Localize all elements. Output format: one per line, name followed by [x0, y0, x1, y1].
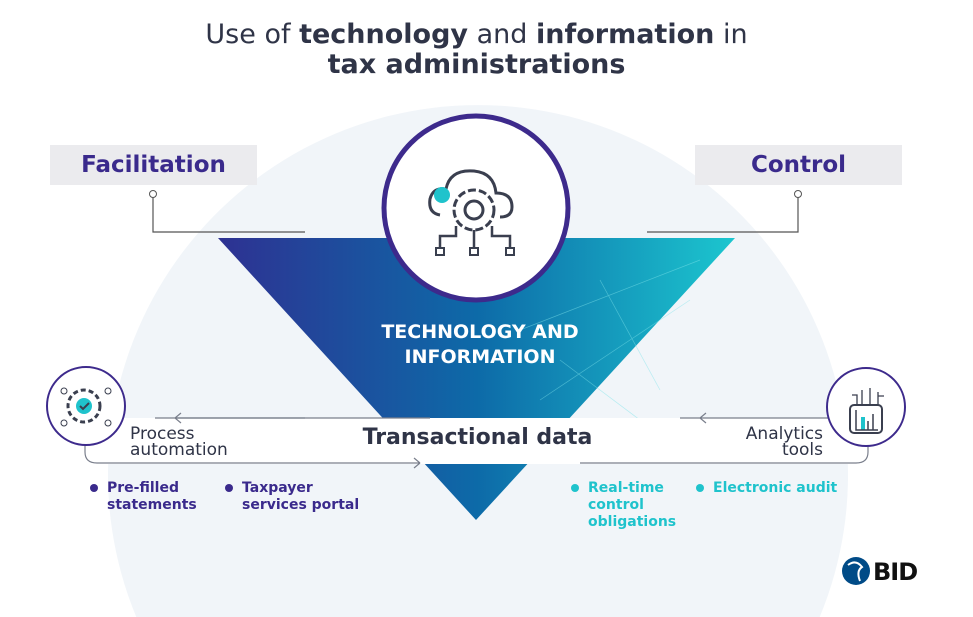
bullet-electronic-audit: Electronic audit	[696, 480, 838, 497]
title-bold: technology	[299, 19, 469, 50]
process-automation-label: Process automation	[130, 424, 228, 460]
right-arrow	[680, 412, 840, 424]
transactional-data-label: Transactional data	[362, 425, 593, 450]
bid-logo-text: BID	[873, 558, 918, 586]
cloud-gear-icon	[381, 113, 571, 303]
bullet-text: Real-time	[588, 480, 664, 496]
analytics-tools-label: Analytics tools	[745, 424, 823, 460]
bullet-dot	[696, 484, 704, 492]
title-line-2: tax administrations	[327, 49, 626, 80]
title-text: and	[468, 19, 536, 50]
control-label: Control	[695, 145, 902, 185]
right-connector	[647, 197, 799, 233]
bullet-dot	[225, 484, 233, 492]
title-text: in	[714, 19, 748, 50]
left-connector	[152, 197, 305, 233]
title-text: Use of	[205, 19, 300, 50]
label-line: tools	[781, 440, 823, 460]
analytics-chart-icon	[826, 367, 906, 447]
bullet-text: obligations	[588, 514, 677, 530]
bid-logo-mark	[842, 557, 870, 585]
bullet-text: Taxpayer	[242, 480, 313, 496]
gear-check-icon	[46, 366, 126, 446]
bullet-text: statements	[107, 497, 197, 513]
label-line: Process	[130, 424, 195, 444]
bullet-text: Pre-filled	[107, 480, 179, 496]
bullet-text: control	[588, 497, 644, 513]
label-line: Analytics	[745, 424, 823, 444]
label-line: automation	[130, 440, 228, 460]
bullet-dot	[571, 484, 579, 492]
center-label-line-1: TECHNOLOGY AND	[381, 321, 579, 343]
funnel-triangle	[218, 238, 735, 520]
center-label-line-2: INFORMATION	[404, 346, 556, 368]
bottom-arrow	[84, 430, 421, 469]
transactional-band	[85, 418, 868, 464]
facilitation-label: Facilitation	[50, 145, 257, 185]
bullet-text: Electronic audit	[713, 480, 838, 496]
title-bold: information	[535, 19, 715, 50]
technology-information-label: TECHNOLOGY AND INFORMATION	[340, 320, 620, 370]
bullet-text: services portal	[242, 497, 360, 513]
page-title: Use of technology and information in tax…	[0, 20, 953, 80]
network-lines	[519, 259, 701, 421]
bullet-dot	[90, 484, 98, 492]
